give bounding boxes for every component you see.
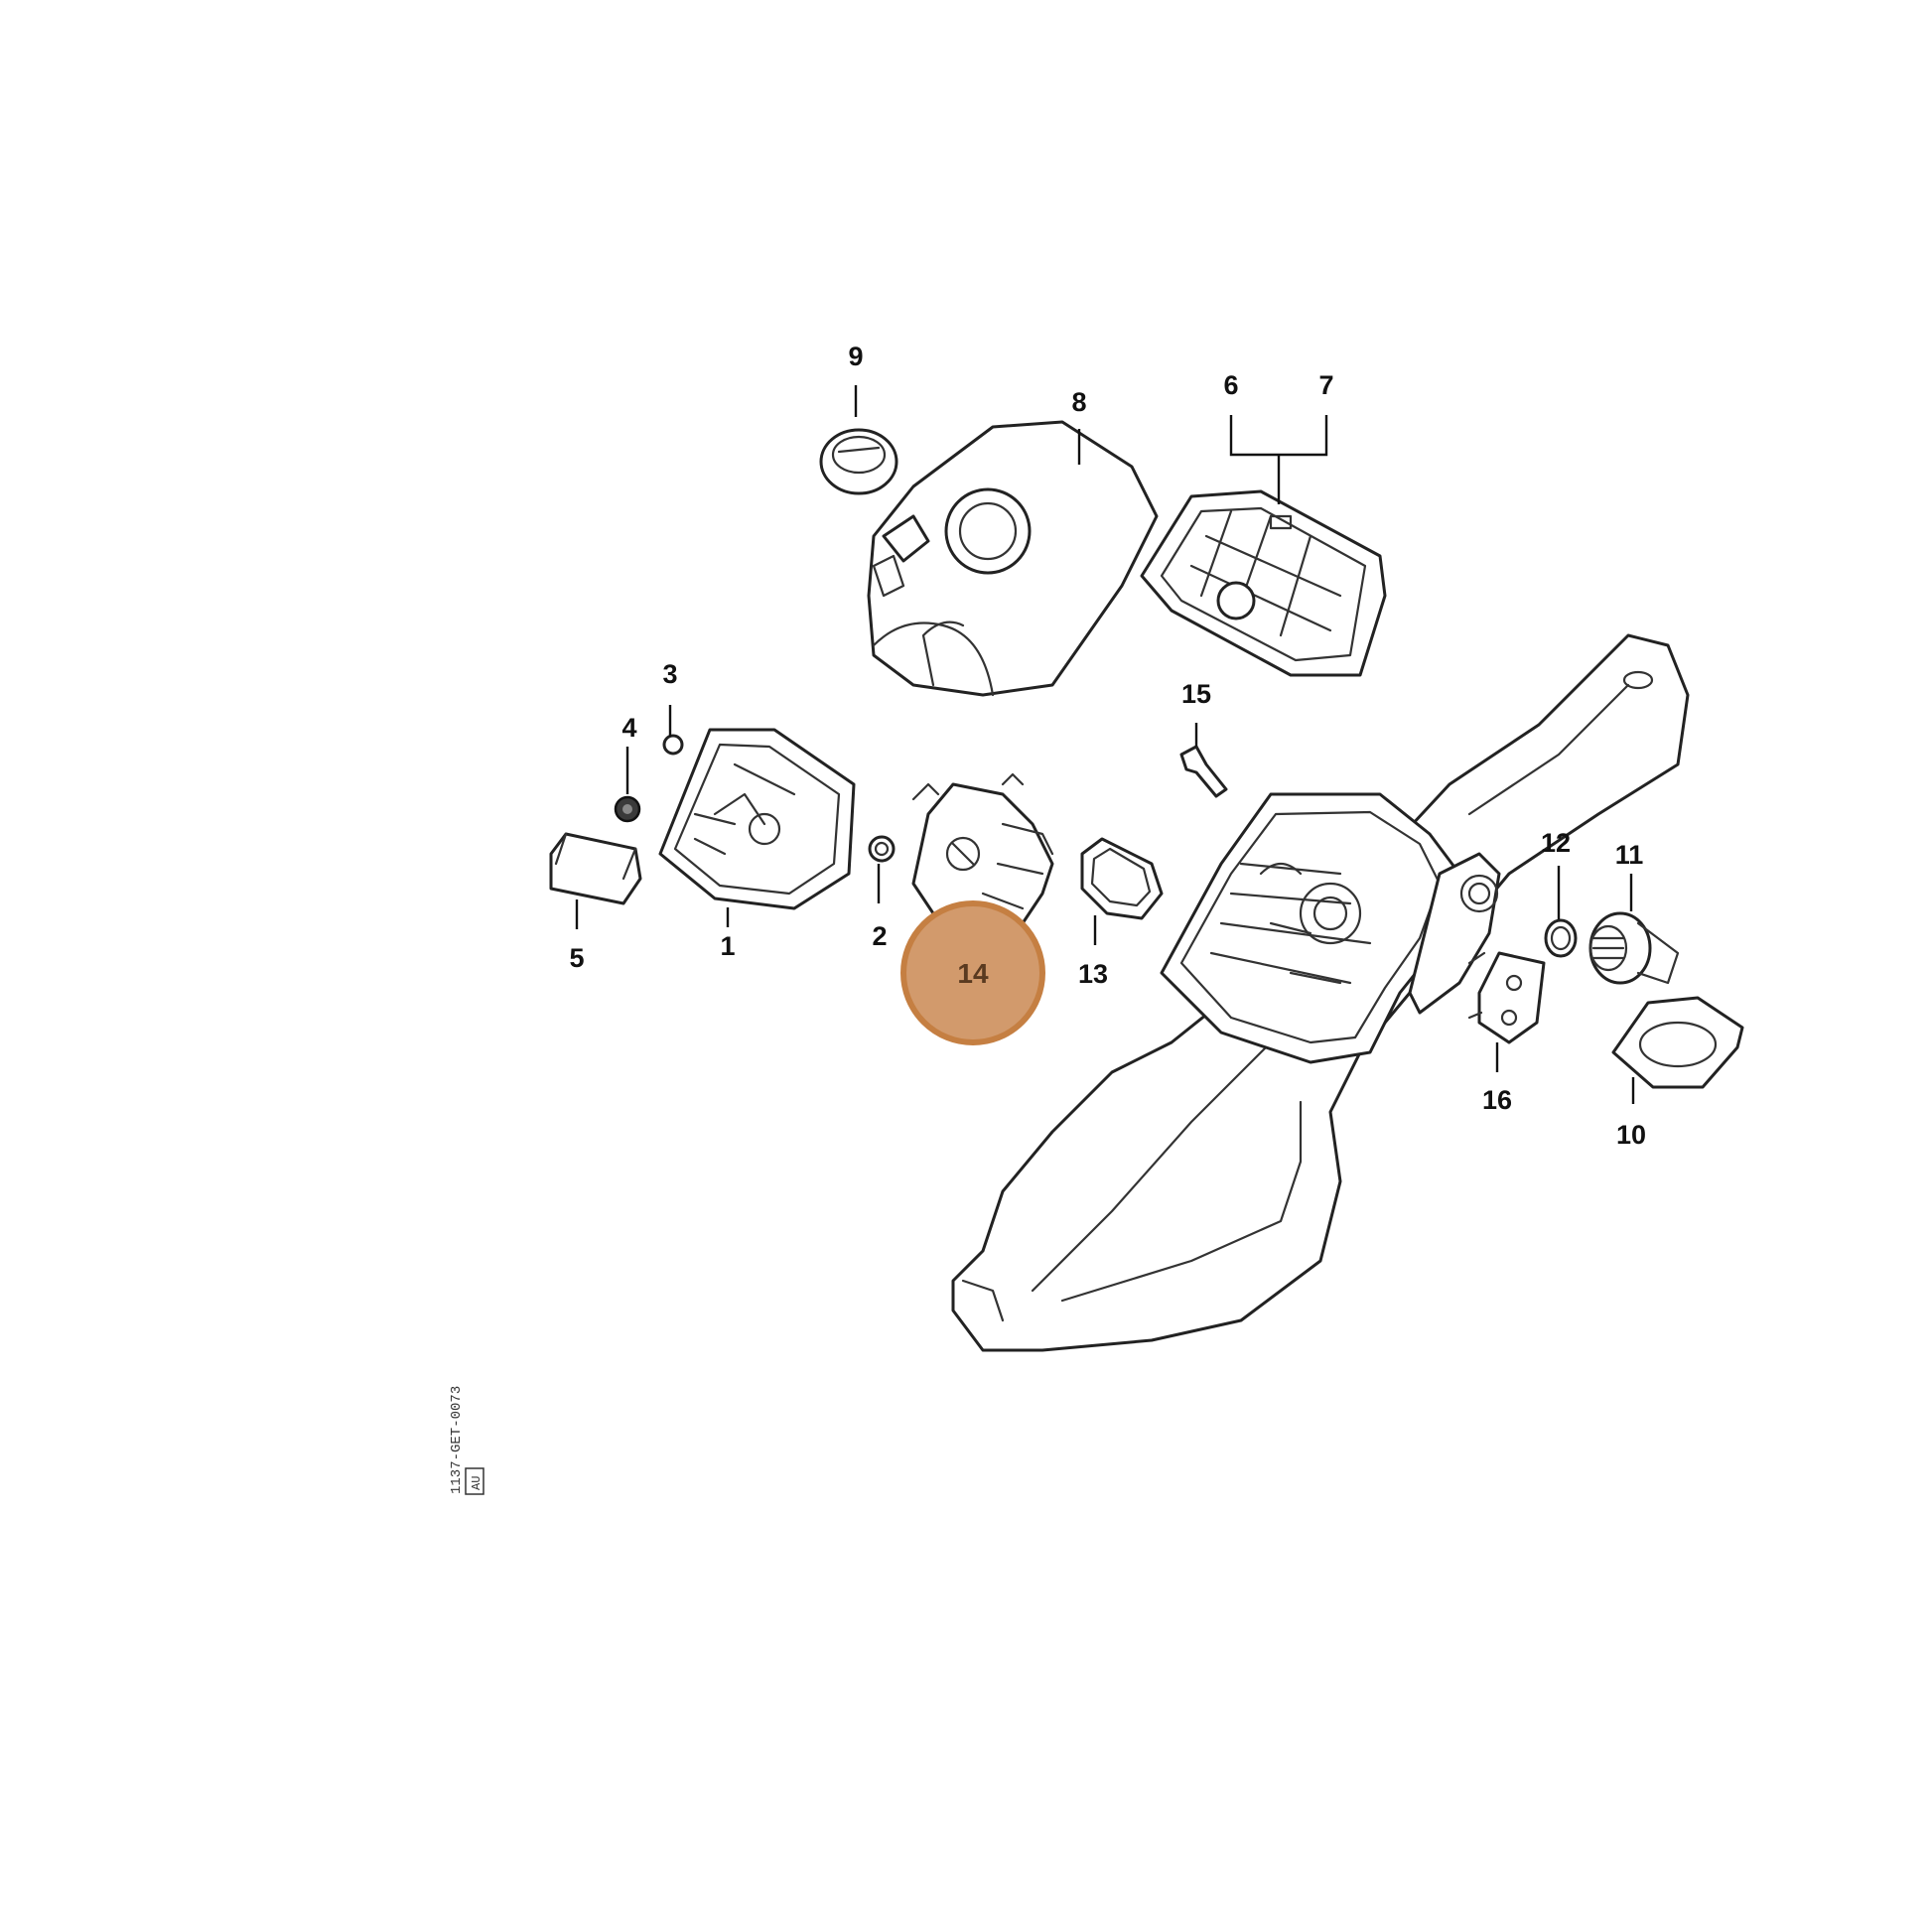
part-3-oring: [662, 734, 684, 756]
callout-4[interactable]: 4: [621, 713, 636, 743]
part-2-sleeve: [868, 835, 896, 863]
callout-3[interactable]: 3: [662, 659, 677, 689]
part-10-plate: [1611, 996, 1744, 1089]
drawing-code-suffix: AU: [470, 1476, 483, 1490]
part-4-nut: [614, 795, 641, 823]
callout-2[interactable]: 2: [872, 921, 887, 951]
callout-5[interactable]: 5: [569, 943, 584, 973]
part-12-ring: [1544, 918, 1578, 958]
callout-6[interactable]: 6: [1223, 370, 1238, 400]
part-11-cap: [1588, 911, 1680, 985]
handle-housing: [951, 633, 1690, 1352]
callout-7[interactable]: 7: [1318, 370, 1333, 400]
callout-10[interactable]: 10: [1616, 1120, 1646, 1150]
drawing-code: 1137-GET-0073 AU: [449, 1386, 484, 1495]
callout-14[interactable]: 14: [957, 958, 989, 989]
callout-11[interactable]: 11: [1615, 840, 1644, 870]
part-6-7-air-filter: [1140, 489, 1387, 677]
callout-12[interactable]: 12: [1541, 828, 1571, 858]
part-8-cover: [867, 420, 1159, 697]
part-14-carburetor: [911, 772, 1054, 930]
part-13-gasket: [1080, 837, 1164, 920]
part-15-bolt: [1179, 745, 1228, 798]
part-16-fitting: [1467, 951, 1546, 1044]
callout-15[interactable]: 15: [1181, 679, 1211, 709]
callout-13[interactable]: 13: [1078, 959, 1108, 989]
callout-9[interactable]: 9: [848, 342, 863, 371]
drawing-code-text: 1137-GET-0073: [449, 1386, 465, 1494]
callout-14-highlight[interactable]: [900, 900, 1045, 1045]
part-1-shroud: [658, 728, 856, 910]
callout-1[interactable]: 1: [720, 931, 735, 961]
callout-8[interactable]: 8: [1071, 387, 1086, 417]
part-5-block: [549, 832, 642, 905]
callout-labels: 9 8 6 7 3 4 15 12 11 5 1 2 14 13 16 10: [569, 342, 1646, 1150]
part-9-cap: [819, 428, 898, 495]
callout-16[interactable]: 16: [1482, 1085, 1512, 1115]
